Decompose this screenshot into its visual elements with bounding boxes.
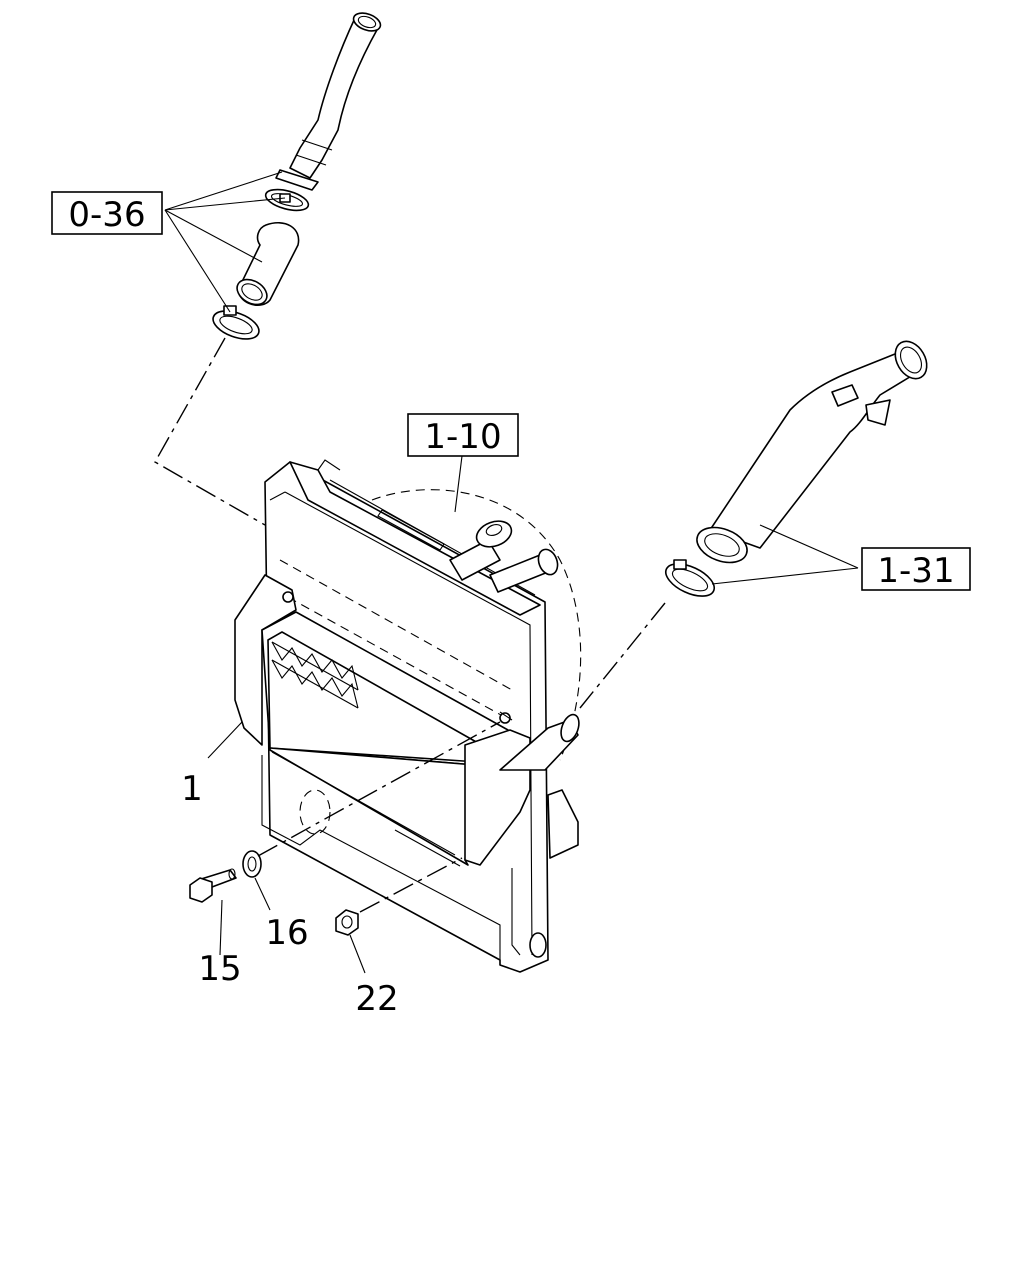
centerline-right	[579, 602, 666, 709]
part-number-16: 16	[265, 913, 308, 953]
centerline-nut	[359, 857, 463, 913]
right-hose-clamp	[665, 559, 715, 597]
centerline-left	[154, 337, 266, 526]
ref-label-0-36: 0-36	[68, 195, 145, 235]
bolt-15	[189, 868, 237, 903]
leader-lines-0-36	[164, 171, 286, 313]
washer-16	[242, 850, 262, 878]
upper-intake-pipe	[275, 12, 382, 191]
ref-box-1-31: 1-31	[861, 547, 971, 591]
ref-label-1-31: 1-31	[877, 551, 954, 591]
rubber-hose	[236, 221, 300, 306]
intercooler	[234, 574, 580, 867]
part-leader-lines	[207, 455, 463, 974]
part-number-15: 15	[198, 949, 241, 989]
nut-22	[335, 909, 359, 936]
ref-box-0-36: 0-36	[51, 191, 163, 235]
ref-box-1-10: 1-10	[407, 413, 519, 457]
part-number-1: 1	[181, 769, 203, 809]
part-number-22: 22	[355, 979, 398, 1019]
centerline-bolt	[257, 721, 501, 857]
right-intake-pipe	[696, 340, 928, 564]
ref-label-1-10: 1-10	[424, 417, 501, 457]
leader-lines-1-31	[711, 524, 859, 585]
lower-hose-clamp	[212, 305, 260, 340]
